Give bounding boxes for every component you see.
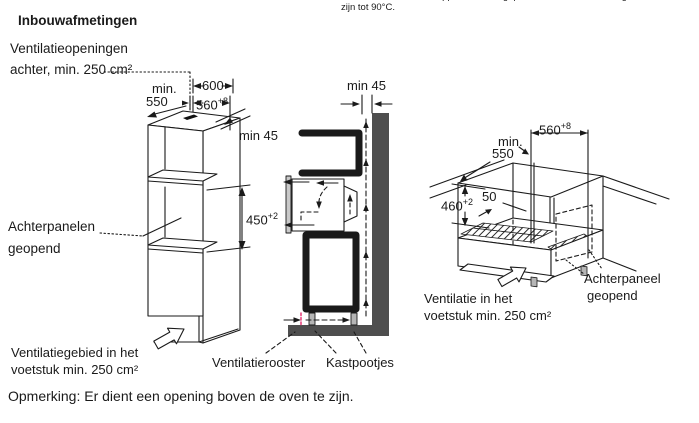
niche-drawing: [429, 129, 670, 288]
vent-openings-label-line1: Ventilatieopeningen: [10, 41, 128, 56]
dim-wall-gap: min 45: [347, 78, 387, 93]
dim-depth-value: 550: [146, 94, 168, 109]
dim-right-height: 460+2: [441, 197, 473, 214]
plinth-vent-label-line2: voetstuk min. 250 cm²: [11, 362, 139, 377]
vent-openings-label-line2: achter, min. 250 cm²: [10, 62, 133, 77]
heat-resistance-note: ▪ De ombouw waarin het apparaat wordt ge…: [331, 0, 627, 13]
page-title: Inbouwafmetingen: [18, 13, 138, 28]
right-plinth-vent-label-line1: Ventilatie in het: [424, 291, 513, 306]
back-panels-label-line1: Achterpanelen: [8, 219, 96, 234]
back-panels-label-line2: geopend: [8, 241, 61, 256]
dim-right-min-label: min.: [498, 134, 523, 149]
dim-right-depth-value: 550: [492, 146, 514, 161]
dim-top-gap: min 45: [239, 128, 279, 143]
dim-niche-height: 450+2: [246, 211, 278, 228]
feet-label: Kastpootjes: [326, 355, 394, 370]
right-plinth-vent-label-line2: voetstuk min. 250 cm²: [424, 308, 552, 323]
plinth-vent-label-line1: Ventilatiegebied in het: [11, 345, 139, 360]
back-panel-label-line1: Achterpaneel: [584, 271, 661, 286]
back-panel-label-line2: geopend: [587, 288, 638, 303]
tall-cabinet-drawing: [99, 71, 251, 350]
dim-outer-width: 600: [202, 78, 224, 93]
bottom-note: Opmerking: Er dient een opening boven de…: [8, 388, 354, 404]
cross-section-drawing: [265, 94, 393, 354]
dim-depth-min-label: min.: [152, 81, 177, 96]
dim-inner-width: 560+8: [196, 96, 228, 113]
dim-right-gap: 50: [482, 189, 497, 204]
grille-label: Ventilatierooster: [212, 355, 306, 370]
bullet-icon: ▪: [331, 0, 334, 2]
dim-right-width: 560+8: [539, 121, 571, 138]
